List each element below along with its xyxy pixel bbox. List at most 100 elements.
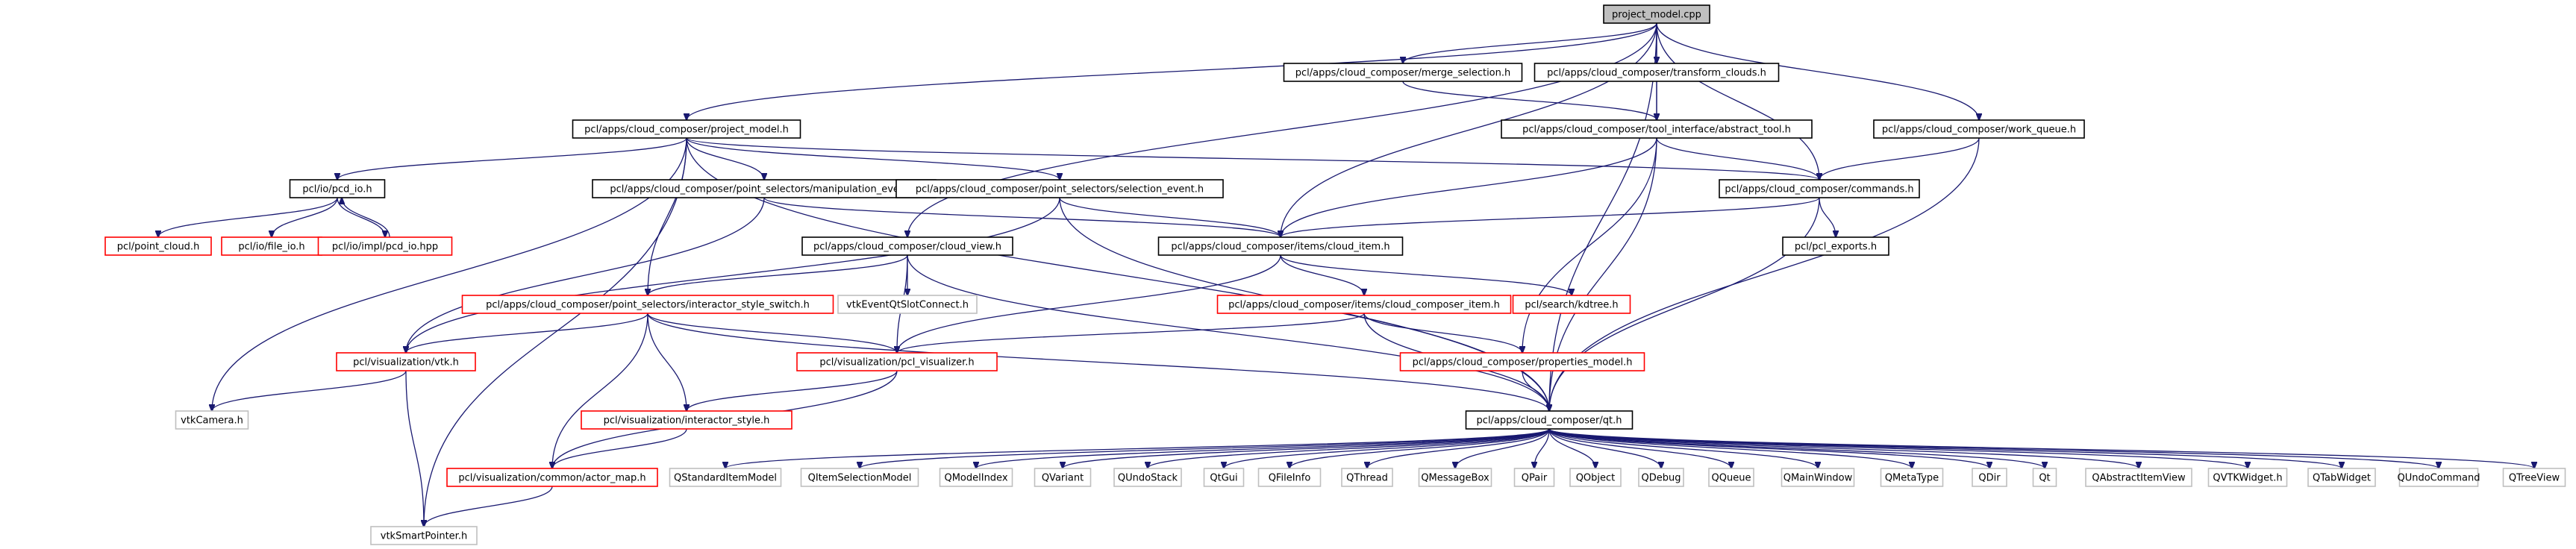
edge-commands-to-pcl_exports [1819,197,1836,237]
edge-qt-to-QAbstractItemView [1548,428,2139,468]
node-box-vtkSmartPointer [370,526,478,545]
edge-qt-to-QItemSelectionModel [860,428,1550,468]
node-manipulation_event[interactable]: pcl/apps/cloud_composer/point_selectors/… [592,179,937,198]
node-label-qt: pcl/apps/cloud_composer/qt.h [1477,415,1622,427]
node-box-QDir [1972,468,2007,487]
node-interactor_style[interactable]: pcl/visualization/interactor_style.h [581,410,793,430]
node-label-root: project_model.cpp [1612,10,1701,21]
node-merge_selection[interactable]: pcl/apps/cloud_composer/merge_selection.… [1283,63,1523,82]
node-box-merge_selection [1283,63,1523,82]
node-box-abstract_tool [1501,119,1813,139]
node-label-QModelIndex: QModelIndex [944,473,1007,484]
node-kdtree[interactable]: pcl/search/kdtree.h [1512,295,1631,314]
node-label-cloud_composer_item: pcl/apps/cloud_composer/items/cloud_comp… [1228,300,1500,311]
node-box-project_model [572,119,801,139]
node-vtkCamera: vtkCamera.h [175,410,249,430]
node-QThread: QThread [1341,468,1393,487]
node-QModelIndex: QModelIndex [939,468,1013,487]
edge-qt-to-QVariant [1063,428,1550,468]
node-box-QObject [1569,468,1622,487]
node-label-cloud_view: pcl/apps/cloud_composer/cloud_view.h [813,242,1001,253]
node-root[interactable]: project_model.cpp [1603,4,1710,24]
node-Qt: Qt [2032,468,2057,487]
node-label-work_queue: pcl/apps/cloud_composer/work_queue.h [1882,125,2076,136]
node-properties_model[interactable]: pcl/apps/cloud_composer/properties_model… [1399,352,1645,371]
node-QAbstractItemView: QAbstractItemView [2085,468,2192,487]
node-box-cloud_view [801,236,1013,256]
node-label-project_model: pcl/apps/cloud_composer/project_model.h [584,125,789,136]
node-cloud_item[interactable]: pcl/apps/cloud_composer/items/cloud_item… [1157,236,1404,256]
edge-qt-to-Qt [1548,428,2045,468]
node-cloud_view[interactable]: pcl/apps/cloud_composer/cloud_view.h [801,236,1013,256]
edge-qt-to-QDebug [1548,428,1661,468]
node-actor_map[interactable]: pcl/visualization/common/actor_map.h [446,468,658,487]
node-box-QVariant [1034,468,1092,487]
node-QTabWidget: QTabWidget [2307,468,2376,487]
node-box-QMetaType [1880,468,1944,487]
node-cloud_composer_item[interactable]: pcl/apps/cloud_composer/items/cloud_comp… [1216,295,1512,314]
edge-abstract_tool-to-properties_model [1522,137,1657,353]
node-label-QAbstractItemView: QAbstractItemView [2092,473,2186,484]
node-label-QPair: QPair [1522,473,1548,484]
node-abstract_tool[interactable]: pcl/apps/cloud_composer/tool_interface/a… [1501,119,1813,139]
edge-cloud_item-to-cloud_composer_item [1280,254,1364,295]
node-pcd_io_hpp[interactable]: pcl/io/impl/pcd_io.hpp [317,236,453,256]
node-file_io[interactable]: pcl/io/file_io.h [221,236,322,256]
node-label-commands: pcl/apps/cloud_composer/commands.h [1725,184,1913,195]
node-box-vtkCamera [175,410,249,430]
node-label-QVTKWidget: QVTKWidget.h [2213,473,2282,484]
edge-qt-to-QFileInfo [1289,428,1550,468]
edge-merge_selection-to-abstract_tool [1402,81,1657,120]
node-vtkEventQtSlotConnect: vtkEventQtSlotConnect.h [837,295,978,314]
edge-cloud_view-to-interactor_style_switch [648,254,908,295]
edge-selection_event-to-vtk [406,197,1060,353]
node-work_queue[interactable]: pcl/apps/cloud_composer/work_queue.h [1873,119,2085,139]
node-label-QFileInfo: QFileInfo [1269,473,1311,484]
node-qt[interactable]: pcl/apps/cloud_composer/qt.h [1465,410,1634,430]
edge-actor_map-to-vtkSmartPointer [424,486,553,527]
node-transform_clouds[interactable]: pcl/apps/cloud_composer/transform_clouds… [1534,63,1780,82]
node-box-QItemSelectionModel [800,468,919,487]
node-box-QFileInfo [1257,468,1322,487]
node-label-vtk: pcl/visualization/vtk.h [353,357,459,368]
edge-cloud_view-to-qt [907,254,1549,411]
node-selection_event[interactable]: pcl/apps/cloud_composer/point_selectors/… [895,179,1224,198]
node-pcl_visualizer[interactable]: pcl/visualization/pcl_visualizer.h [796,352,998,371]
node-label-actor_map: pcl/visualization/common/actor_map.h [458,473,645,484]
node-box-QDebug [1638,468,1684,487]
node-vtk[interactable]: pcl/visualization/vtk.h [336,352,476,371]
node-label-QItemSelectionModel: QItemSelectionModel [808,473,912,484]
edge-qt-to-QModelIndex [976,428,1550,468]
node-pcd_io[interactable]: pcl/io/pcd_io.h [289,179,386,198]
edge-qt-to-QThread [1367,428,1550,468]
edge-qt-to-QStandardItemModel [725,428,1550,468]
node-label-QMetaType: QMetaType [1885,473,1939,484]
node-box-vtk [336,352,476,371]
node-commands[interactable]: pcl/apps/cloud_composer/commands.h [1719,179,1920,198]
node-box-interactor_style [581,410,793,430]
node-pcl_exports[interactable]: pcl/pcl_exports.h [1782,236,1889,256]
node-project_model[interactable]: pcl/apps/cloud_composer/project_model.h [572,119,801,139]
node-label-pcd_io: pcl/io/pcd_io.h [302,184,372,195]
node-box-QStandardItemModel [669,468,782,487]
node-label-interactor_style_switch: pcl/apps/cloud_composer/point_selectors/… [486,300,810,311]
node-box-cloud_item [1157,236,1404,256]
node-box-file_io [221,236,322,256]
node-box-QThread [1341,468,1393,487]
node-box-pcd_io [289,179,386,198]
node-box-QTreeView [2502,468,2566,487]
node-label-manipulation_event: pcl/apps/cloud_composer/point_selectors/… [610,184,918,195]
node-point_cloud[interactable]: pcl/point_cloud.h [104,236,212,256]
node-label-transform_clouds: pcl/apps/cloud_composer/transform_clouds… [1547,68,1766,79]
node-box-vtkEventQtSlotConnect [837,295,978,314]
edge-qt-to-QTreeView [1548,428,2534,468]
edge-project_model-to-pcd_io [337,137,687,180]
edge-qt-to-QQueue [1548,428,1731,468]
node-QTreeView: QTreeView [2502,468,2566,487]
node-label-selection_event: pcl/apps/cloud_composer/point_selectors/… [916,184,1204,195]
node-QFileInfo: QFileInfo [1257,468,1322,487]
node-label-file_io: pcl/io/file_io.h [238,242,304,253]
node-interactor_style_switch[interactable]: pcl/apps/cloud_composer/point_selectors/… [461,295,834,314]
node-QStandardItemModel: QStandardItemModel [669,468,782,487]
node-label-properties_model: pcl/apps/cloud_composer/properties_model… [1413,357,1633,368]
